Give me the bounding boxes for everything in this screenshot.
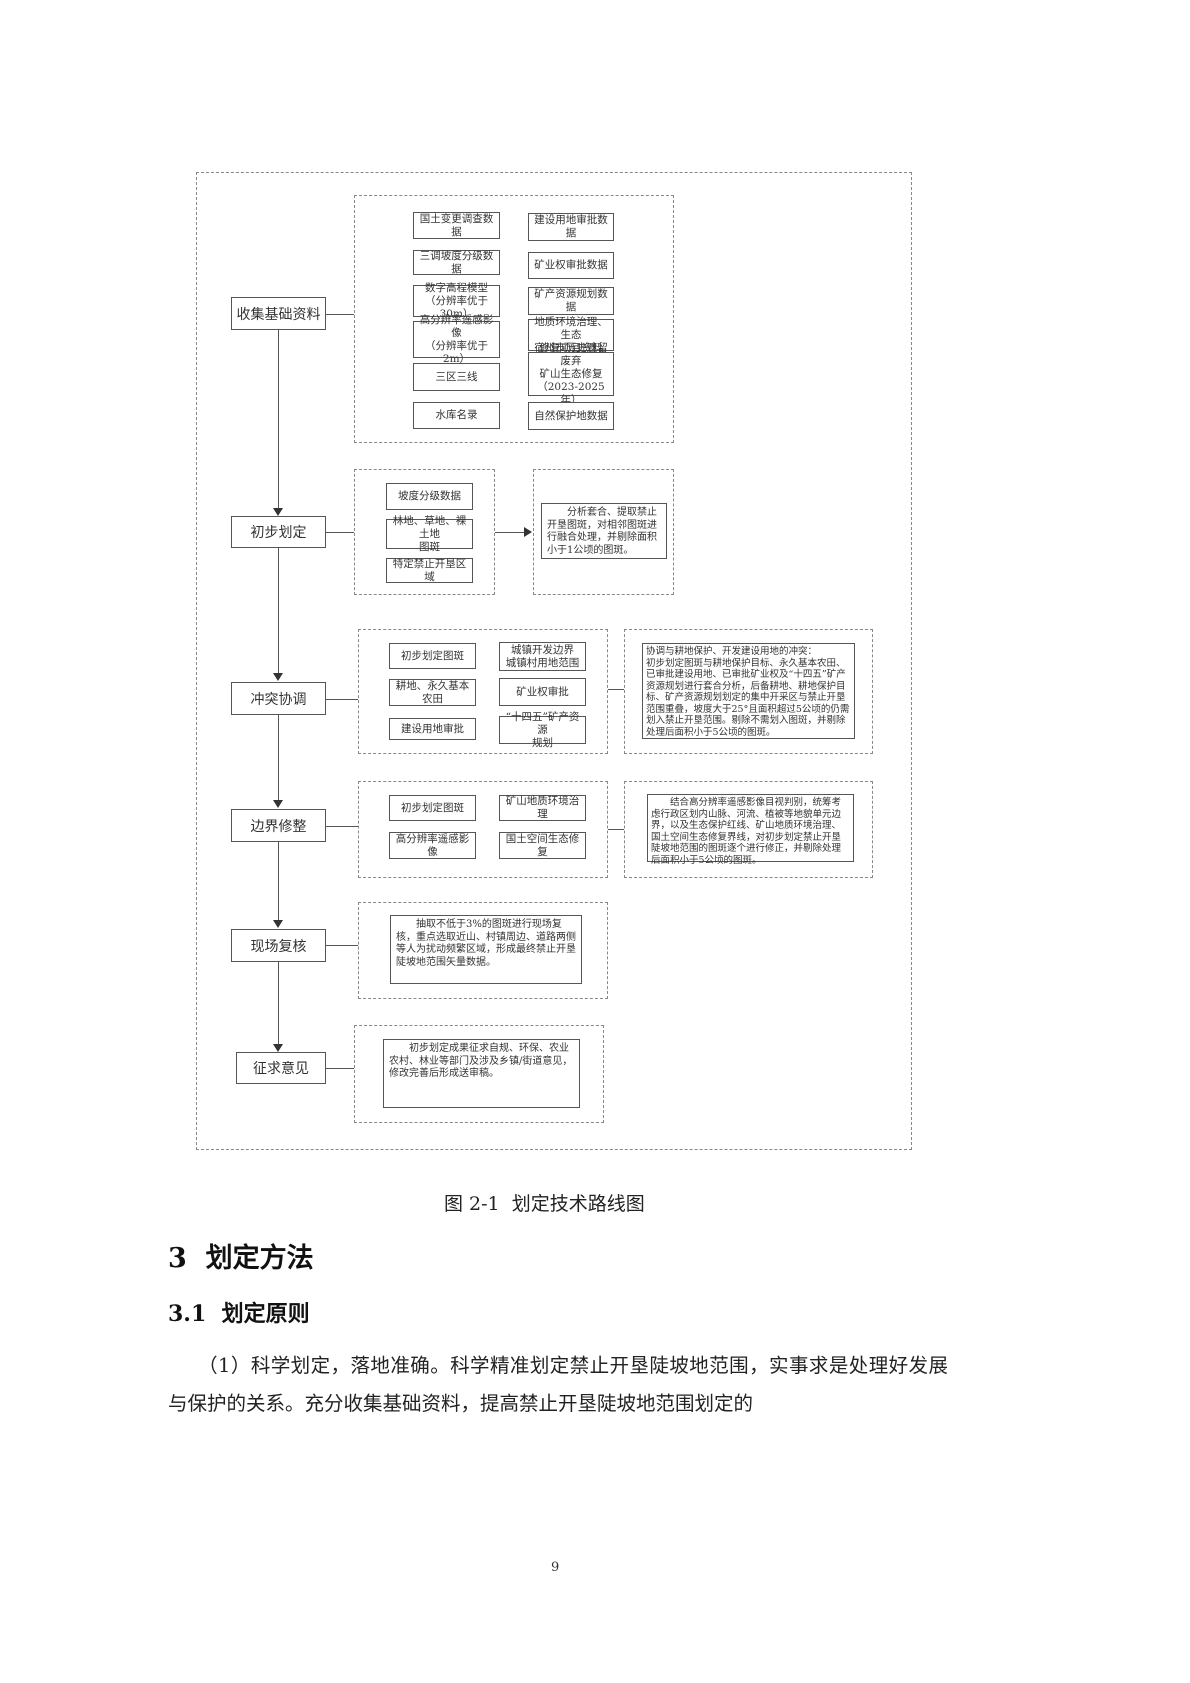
input-box-label: 初步划定图斑 bbox=[401, 649, 464, 662]
connector bbox=[326, 314, 354, 315]
data-box-label: 数字高程模型 （分辨率优于30m） bbox=[425, 281, 488, 320]
input-box: 林地、草地、裸土地 图斑 bbox=[386, 515, 473, 553]
step-boundary-refinement: 边界修整 bbox=[231, 809, 326, 842]
flow-line bbox=[278, 715, 279, 802]
boundary-result-text: 结合高分辨率遥感影像目视判别，统筹考虑行政区划内山脉、河流、植被等地貌单元边界，… bbox=[647, 794, 854, 866]
input-box-label: 矿业权审批 bbox=[516, 685, 569, 698]
input-box-label: 建设用地审批 bbox=[401, 722, 464, 735]
input-box-label: 初步划定图斑 bbox=[401, 801, 464, 814]
conflict-result-group bbox=[624, 629, 873, 754]
arrow-down-icon bbox=[273, 920, 283, 928]
input-box-label: 城镇开发边界 城镇村用地范围 bbox=[505, 643, 580, 669]
step-solicit-opinions: 征求意见 bbox=[236, 1052, 326, 1084]
connector bbox=[326, 945, 358, 946]
data-box: 矿产资源规划数据 bbox=[528, 287, 614, 315]
conflict-inputs-group bbox=[358, 629, 608, 754]
data-box-label: 矿业权审批数据 bbox=[534, 259, 608, 271]
connector bbox=[326, 532, 354, 533]
connector bbox=[326, 826, 358, 827]
flow-line bbox=[278, 842, 279, 922]
data-box-label: 三调坡度分级数据 bbox=[419, 249, 494, 275]
input-box: 特定禁止开垦区域 bbox=[386, 558, 473, 583]
boundary-inputs-group bbox=[358, 781, 608, 878]
section-heading: 3 划定方法 bbox=[168, 1243, 314, 1274]
conflict-result-text: 协调与耕地保护、开发建设用地的冲突： 初步划定图斑与耕地保护目标、永久基本农田、… bbox=[642, 643, 855, 739]
input-box: “十四五”矿产资源 规划 bbox=[499, 711, 586, 749]
initial-result-text: 分析套合、提取禁止开垦图斑，对相邻图斑进行融合处理，并剔除面积小于1公顷的图斑。 bbox=[541, 503, 667, 559]
flow-line bbox=[278, 962, 279, 1046]
input-box: 建设用地审批 bbox=[389, 718, 476, 740]
data-box: 自然保护地数据 bbox=[528, 402, 614, 430]
input-box-label: 耕地、永久基本农田 bbox=[395, 679, 470, 705]
step-initial-delineation: 初步划定 bbox=[231, 516, 326, 548]
input-box-label: “十四五”矿产资源 规划 bbox=[505, 710, 580, 749]
data-box: 国土变更调查数据 bbox=[413, 212, 500, 239]
data-box-label: 建设用地审批数据 bbox=[534, 214, 608, 239]
data-box: 矿业权审批数据 bbox=[528, 252, 614, 279]
arrow-down-icon bbox=[273, 673, 283, 681]
data-box-label: 水库名录 bbox=[435, 409, 478, 421]
data-box: 水库名录 bbox=[413, 402, 500, 429]
flow-line bbox=[278, 330, 279, 510]
connector bbox=[326, 1068, 354, 1069]
input-box: 城镇开发边界 城镇村用地范围 bbox=[499, 642, 586, 671]
data-box: 地质环境治理、生态 修复项目资料 bbox=[528, 316, 614, 354]
data-box: 建设用地审批数据 bbox=[528, 213, 614, 241]
arrow-down-icon bbox=[273, 508, 283, 516]
connector bbox=[495, 532, 525, 533]
input-box: 高分辨率遥感影像 bbox=[389, 832, 476, 859]
input-box: 国土空间生态修复 bbox=[499, 832, 586, 859]
initial-result-group bbox=[533, 469, 674, 595]
field-result-text: 抽取不低于3%的图斑进行现场复核，重点选取近山、村镇周边、道路两侧等人为扰动频繁… bbox=[390, 915, 582, 984]
connector bbox=[608, 829, 624, 830]
connector bbox=[608, 689, 624, 690]
arrow-down-icon bbox=[273, 1044, 283, 1052]
figure-caption: 图 2-1 划定技术路线图 bbox=[444, 1193, 645, 1215]
input-box-label: 林地、草地、裸土地 图斑 bbox=[392, 514, 467, 553]
field-group bbox=[358, 902, 608, 999]
input-box: 初步划定图斑 bbox=[389, 795, 476, 821]
subsection-heading: 3.1 划定原则 bbox=[168, 1301, 310, 1327]
data-box-label: 地质环境治理、生态 修复项目资料 bbox=[534, 315, 608, 354]
data-box-label: 高分辨率遥感影像 （分辨率优于2m） bbox=[419, 313, 494, 365]
page-number: 9 bbox=[551, 1560, 560, 1575]
arrow-right-icon bbox=[524, 527, 532, 537]
data-box-label: 宿州市历史遗留废弃 矿山生态修复 （2023-2025年） bbox=[534, 341, 608, 406]
data-box-label: 三区三线 bbox=[435, 370, 478, 383]
connector bbox=[326, 699, 358, 700]
input-box-label: 特定禁止开垦区域 bbox=[392, 557, 467, 583]
data-box-label: 国土变更调查数据 bbox=[419, 212, 494, 238]
step-collect-data: 收集基础资料 bbox=[231, 297, 326, 330]
data-box: 数字高程模型 （分辨率优于30m） bbox=[413, 282, 500, 320]
step-conflict-coordination: 冲突协调 bbox=[231, 682, 326, 715]
data-box: 三区三线 bbox=[413, 363, 500, 391]
input-box-label: 高分辨率遥感影像 bbox=[395, 832, 470, 858]
input-box: 耕地、永久基本农田 bbox=[389, 679, 476, 706]
input-box-label: 矿山地质环境治理 bbox=[505, 795, 580, 820]
opinion-group bbox=[354, 1025, 604, 1123]
body-paragraph: （1）科学划定，落地准确。科学精准划定禁止开垦陡坡地范围，实事求是处理好发展与保… bbox=[168, 1354, 948, 1415]
input-box-label: 国土空间生态修复 bbox=[505, 832, 580, 858]
input-box: 矿业权审批 bbox=[499, 678, 586, 706]
opinion-result-text: 初步划定成果征求自规、环保、农业农村、林业等部门及涉及乡镇/街道意见，修改完善后… bbox=[383, 1039, 580, 1108]
data-box: 高分辨率遥感影像 （分辨率优于2m） bbox=[413, 314, 500, 365]
initial-inputs-group bbox=[354, 469, 495, 595]
figure-frame bbox=[196, 172, 912, 1150]
input-box-label: 坡度分级数据 bbox=[398, 490, 461, 502]
step-field-verification: 现场复核 bbox=[231, 929, 326, 962]
input-box: 矿山地质环境治理 bbox=[499, 795, 586, 821]
data-box: 三调坡度分级数据 bbox=[413, 250, 500, 275]
data-box: 宿州市历史遗留废弃 矿山生态修复 （2023-2025年） bbox=[528, 342, 614, 406]
input-box: 初步划定图斑 bbox=[389, 643, 476, 669]
boundary-result-group bbox=[624, 781, 873, 878]
arrow-down-icon bbox=[273, 800, 283, 808]
flow-line bbox=[278, 548, 279, 675]
input-box: 坡度分级数据 bbox=[386, 483, 473, 510]
data-box-label: 矿产资源规划数据 bbox=[534, 288, 608, 313]
data-box-label: 自然保护地数据 bbox=[534, 409, 608, 422]
collect-data-group bbox=[354, 195, 674, 443]
